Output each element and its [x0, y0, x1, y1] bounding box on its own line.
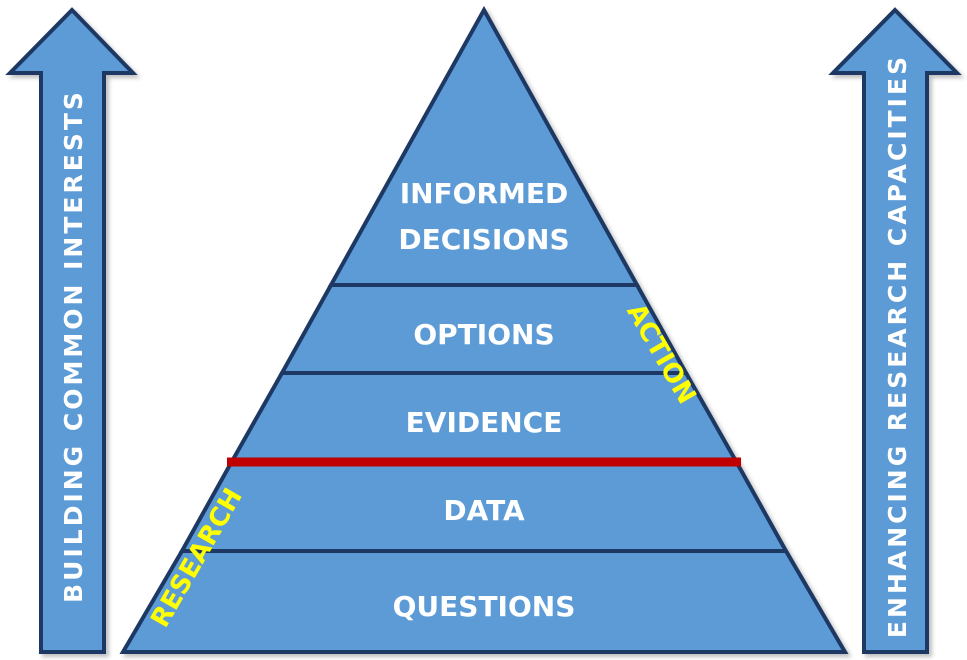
tier-label-questions: QUESTIONS	[393, 590, 576, 623]
tier-questions	[119, 549, 849, 654]
tier-label-decisions: DECISIONS	[398, 223, 569, 256]
tier-label-options: OPTIONS	[413, 318, 554, 351]
tier-label-informed: INFORMED	[400, 177, 569, 210]
right-arrow-label: ENHANCING RESEARCH CAPACITIES	[883, 54, 912, 638]
right-up-arrow	[828, 7, 962, 654]
tier-label-data: DATA	[443, 494, 525, 527]
tier-label-evidence: EVIDENCE	[406, 406, 563, 439]
left-up-arrow	[5, 7, 138, 654]
left-arrow-label: BUILDING COMMON INTERESTS	[59, 89, 88, 603]
